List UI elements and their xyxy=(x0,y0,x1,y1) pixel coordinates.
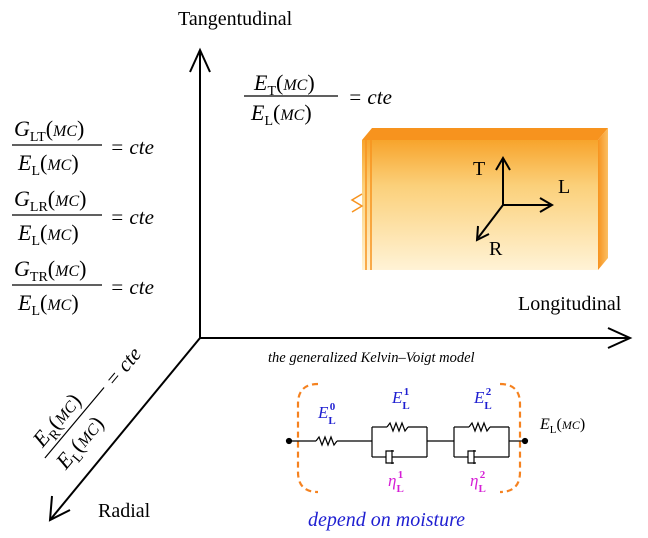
block-front-face xyxy=(362,140,598,270)
svg-text:GLR(MC): GLR(MC) xyxy=(14,186,86,215)
block-l-label: L xyxy=(558,176,570,198)
ratio-gtr-rhs: = cte xyxy=(110,275,154,299)
ratio-glr-rhs: = cte xyxy=(110,205,154,229)
svg-text:EL(MC): EL(MC) xyxy=(17,290,79,319)
block-r-label: R xyxy=(489,238,503,260)
spring-1-label: EL1 xyxy=(391,386,410,412)
output-label: EL(MC) xyxy=(539,416,585,436)
block-break-mark xyxy=(350,193,364,213)
svg-text:EL(MC): EL(MC) xyxy=(17,220,79,249)
block-r-axis xyxy=(477,204,504,239)
tangential-axis-label: Tangentudinal xyxy=(178,8,293,30)
block-top-face xyxy=(362,128,608,140)
block-r-arrowhead xyxy=(475,225,490,242)
ratio-er-rhs: = cte xyxy=(99,342,146,391)
damper-1-label: ηL1 xyxy=(388,469,404,495)
block-local-axes xyxy=(475,156,554,242)
spring-0 xyxy=(315,435,338,447)
spring-2-label: EL2 xyxy=(473,386,492,412)
ratio-glr-el: GLR(MC) EL(MC) = cte xyxy=(12,186,154,249)
wood-block xyxy=(350,128,608,270)
coordinate-axes xyxy=(48,47,633,522)
output-node xyxy=(521,437,529,445)
radial-axis-line xyxy=(49,337,201,521)
svg-text:GTR(MC): GTR(MC) xyxy=(14,256,86,285)
block-t-arrowhead xyxy=(495,156,511,171)
block-l-arrowhead xyxy=(539,197,554,213)
ratio-glt-rhs: = cte xyxy=(110,135,154,159)
damper-2-label: ηL2 xyxy=(470,469,486,495)
radial-axis-arrowhead xyxy=(48,495,71,522)
spring-1 xyxy=(386,421,409,433)
svg-text:GLT(MC): GLT(MC) xyxy=(14,116,84,145)
ratio-et-el: ET(MC) EL(MC) = cte xyxy=(244,70,392,129)
ratio-gtr-el: GTR(MC) EL(MC) = cte xyxy=(12,256,154,319)
ratio-er-el: ER(MC) EL(MC) = cte xyxy=(27,342,146,474)
damper-2 xyxy=(467,450,476,464)
moisture-footer: depend on moisture xyxy=(308,509,465,531)
spring-2 xyxy=(468,421,491,433)
longitudinal-axis-label: Longitudinal xyxy=(518,293,622,315)
svg-text:EL(MC): EL(MC) xyxy=(17,150,79,179)
ratio-glt-el: GLT(MC) EL(MC) = cte xyxy=(12,116,154,179)
radial-axis-label: Radial xyxy=(98,500,151,522)
block-t-label: T xyxy=(473,158,485,180)
model-caption: the generalized Kelvin–Voigt model xyxy=(268,350,475,366)
damper-1 xyxy=(385,450,394,464)
left-bracket xyxy=(296,382,319,494)
spring-0-label: EL0 xyxy=(317,401,336,427)
ratio-et-rhs: = cte xyxy=(348,85,392,109)
block-side-face xyxy=(598,128,608,270)
right-bracket xyxy=(499,382,522,494)
longitudinal-axis-arrowhead xyxy=(607,327,633,349)
tangential-axis-arrowhead xyxy=(189,47,211,73)
svg-text:ET(MC): ET(MC) xyxy=(253,70,315,99)
model-brackets xyxy=(296,382,522,494)
kelvin-voigt-circuit xyxy=(285,421,529,464)
svg-text:EL(MC): EL(MC) xyxy=(250,100,312,129)
